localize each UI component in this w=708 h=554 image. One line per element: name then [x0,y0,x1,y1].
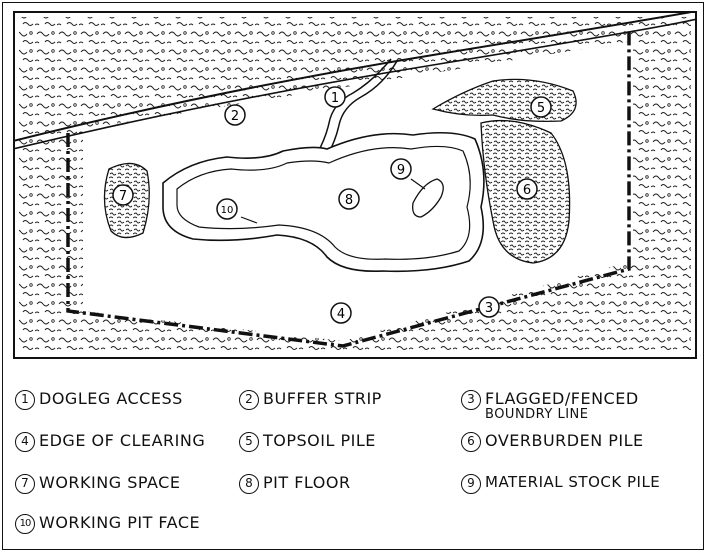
marker-1: 1 [324,86,346,108]
marker-7: 7 [112,184,134,206]
legend-item-edge-of-clearing: 4 EDGE OF CLEARING [15,431,205,452]
legend-number: 3 [461,390,481,410]
legend-item-pit-floor: 8 PIT FLOOR [239,473,351,494]
legend-number: 6 [461,432,481,452]
marker-4-label: 4 [337,307,345,322]
marker-5: 5 [530,96,552,118]
legend-label: DOGLEG ACCESS [39,389,183,408]
legend-number: 7 [15,474,35,494]
legend-label: MATERIAL STOCK PILE [485,473,661,491]
legend-label: OVERBURDEN PILE [485,431,644,450]
legend-label: WORKING PIT FACE [39,513,201,532]
marker-9: 9 [390,158,412,180]
legend-number: 2 [239,390,259,410]
map-border [13,11,697,359]
marker-1-label: 1 [331,91,339,106]
marker-4: 4 [330,302,352,324]
legend-item-material-stock-pile: 9 MATERIAL STOCK PILE [461,473,660,494]
legend-label: EDGE OF CLEARING [39,431,206,450]
legend-number: 9 [461,474,481,494]
legend-item-working-pit-face: 10 WORKING PIT FACE [15,513,200,534]
legend-label: TOPSOIL PILE [263,431,376,450]
legend-label: FLAGGED/FENCED [485,389,639,408]
legend-number: 10 [15,514,35,534]
fenced-boundary-line [66,29,631,348]
legend-label: PIT FLOOR [263,473,351,492]
legend: 1 DOGLEG ACCESS 2 BUFFER STRIP 3 FLAGGED… [15,381,695,541]
legend-number: 4 [15,432,35,452]
marker-2: 2 [224,104,246,126]
legend-item-topsoil-pile: 5 TOPSOIL PILE [239,431,376,452]
legend-label-group: FLAGGED/FENCED BOUNDRY LINE [485,389,639,422]
marker-6-label: 6 [523,183,531,198]
legend-item-dogleg-access: 1 DOGLEG ACCESS [15,389,183,410]
material-stock-pile [412,178,444,218]
marker-8: 8 [338,188,360,210]
legend-item-working-space: 7 WORKING SPACE [15,473,180,494]
road [13,11,697,142]
marker-9-label: 9 [397,163,405,178]
marker-10: 10 [216,198,238,220]
legend-label: WORKING SPACE [39,473,181,492]
callout-arrow-10 [240,216,258,224]
marker-2-label: 2 [231,109,239,124]
marker-5-label: 5 [537,101,545,116]
legend-sublabel: BOUNDRY LINE [485,407,589,422]
marker-7-label: 7 [119,189,127,204]
legend-item-overburden-pile: 6 OVERBURDEN PILE [461,431,644,452]
marker-8-label: 8 [345,193,353,208]
pit-layout-map: 1 2 3 4 5 6 7 8 9 10 [13,11,697,359]
legend-item-buffer-strip: 2 BUFFER STRIP [239,389,382,410]
legend-label: BUFFER STRIP [263,389,382,408]
legend-item-flagged-fenced: 3 FLAGGED/FENCED BOUNDRY LINE [461,389,639,422]
marker-10-label: 10 [221,205,234,216]
legend-number: 1 [15,390,35,410]
legend-number: 8 [239,474,259,494]
marker-3: 3 [478,296,500,318]
marker-3-label: 3 [485,301,493,316]
marker-6: 6 [516,178,538,200]
topsoil-pile [431,78,577,123]
callout-arrow-9 [410,178,426,190]
legend-number: 5 [239,432,259,452]
road-edge [13,18,697,150]
